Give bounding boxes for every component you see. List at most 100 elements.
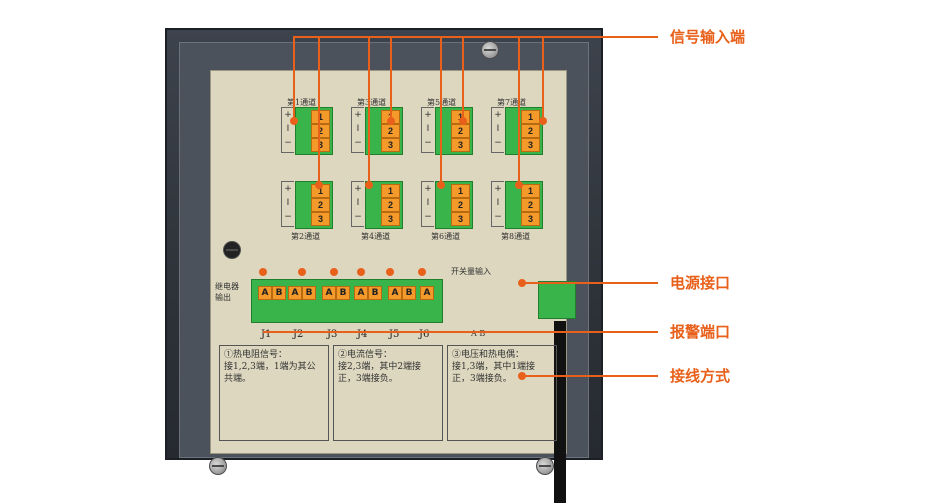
alarm-a4: A <box>354 286 368 300</box>
alarm-dot-6 <box>418 268 426 276</box>
pin-2: 2 <box>521 124 540 138</box>
signal-dot-2 <box>315 181 323 189</box>
channel-2-label: 第2通道 <box>291 232 321 241</box>
channel-8-label: 第8通道 <box>501 232 531 241</box>
polarity-marks: +I− <box>281 107 294 153</box>
channel-6-block: +I− 1 2 3 第6通道 <box>421 171 485 241</box>
signal-leader-3 <box>368 36 370 184</box>
pin-1: 1 <box>521 184 540 198</box>
channel-7-label: 第7通道 <box>497 98 527 107</box>
wiring-title: ②电流信号： <box>338 350 393 360</box>
pin-2: 2 <box>311 198 330 212</box>
channel-4-label: 第4通道 <box>361 232 391 241</box>
power-connector <box>538 281 576 319</box>
polarity-marks: +I− <box>351 181 364 227</box>
pin-2: 2 <box>521 198 540 212</box>
power-cable <box>554 321 566 503</box>
wiring-box-current: ②电流信号： 接2,3端，其中2端接正，3端接负。 <box>333 345 443 441</box>
signal-input-leader-h <box>293 36 658 38</box>
pin-1: 1 <box>451 184 470 198</box>
alarm-b4: B <box>368 286 382 300</box>
wiring-title: ①热电阻信号： <box>224 350 288 360</box>
callout-alarm-port: 报警端口 <box>670 323 731 341</box>
pin-2: 2 <box>311 124 330 138</box>
signal-leader-1 <box>293 36 295 120</box>
signal-dot-5 <box>437 181 445 189</box>
alarm-dot-1 <box>259 268 267 276</box>
alarm-b1: B <box>272 286 286 300</box>
signal-leader-7 <box>518 36 520 184</box>
signal-dot-6 <box>459 117 467 125</box>
pin-3: 3 <box>381 138 400 152</box>
pin-3: 3 <box>311 138 330 152</box>
pin-3: 3 <box>521 212 540 226</box>
callout-signal-input: 信号输入端 <box>670 28 746 46</box>
channel-6-label: 第6通道 <box>431 232 461 241</box>
relay-indicator <box>223 241 241 259</box>
wiring-title: ③电压和热电偶： <box>452 350 525 360</box>
pin-1: 1 <box>381 184 400 198</box>
callout-wiring-method: 接线方式 <box>670 367 731 385</box>
j5-label: J5 <box>389 329 400 340</box>
j1-label: J1 <box>261 329 272 340</box>
wiring-box-rtd: ①热电阻信号： 接1,2,3端，1端为其公共端。 <box>219 345 329 441</box>
wiring-leader <box>522 375 658 377</box>
alarm-dot-3 <box>330 268 338 276</box>
alarm-dot-5 <box>386 268 394 276</box>
polarity-marks: +I− <box>421 181 434 227</box>
product-diagram: 第1通道 +I− 1 2 3 第3通道 +I− 1 2 3 第5通道 +I− 1 <box>165 28 746 503</box>
channel-2-block: +I− 1 2 3 第2通道 <box>281 171 345 241</box>
signal-dot-7 <box>515 181 523 189</box>
polarity-marks: +I− <box>491 181 504 227</box>
alarm-b3: B <box>336 286 350 300</box>
j6-label: J6 <box>419 329 430 340</box>
signal-dot-8 <box>539 117 547 125</box>
wiring-box-voltage: ③电压和热电偶： 接1,3端，其中1端接正，3端接负。 <box>447 345 557 441</box>
top-screw <box>481 41 499 59</box>
signal-leader-2 <box>318 36 320 184</box>
alarm-b5: B <box>402 286 416 300</box>
pin-2: 2 <box>381 124 400 138</box>
signal-dot-4 <box>387 117 395 125</box>
instrument-housing: 第1通道 +I− 1 2 3 第3通道 +I− 1 2 3 第5通道 +I− 1 <box>165 28 603 503</box>
pin-2: 2 <box>451 198 470 212</box>
channel-1-block: 第1通道 +I− 1 2 3 <box>281 97 345 155</box>
channel-3-block: 第3通道 +I− 1 2 3 <box>351 97 415 155</box>
polarity-marks: +I− <box>351 107 364 153</box>
wiring-dot <box>518 372 526 380</box>
wiring-text: 接2,3端，其中2端接正，3端接负。 <box>338 362 422 384</box>
j4-label: J4 <box>357 329 368 340</box>
alarm-a1: A <box>258 286 272 300</box>
pin-2: 2 <box>381 198 400 212</box>
polarity-marks: +I− <box>491 107 504 153</box>
pin-3: 3 <box>521 138 540 152</box>
callout-power-port: 电源接口 <box>670 274 731 292</box>
pin-3: 3 <box>311 212 330 226</box>
power-leader <box>522 282 658 284</box>
signal-leader-4 <box>390 36 392 120</box>
pin-3: 3 <box>381 212 400 226</box>
ab-label: A B <box>471 329 486 338</box>
alarm-a3: A <box>322 286 336 300</box>
polarity-marks: +I− <box>281 181 294 227</box>
pin-3: 3 <box>451 138 470 152</box>
pin-1: 1 <box>521 110 540 124</box>
alarm-b2: B <box>302 286 316 300</box>
channel-5-block: 第5通道 +I− 1 2 3 <box>421 97 485 155</box>
pin-3: 3 <box>451 212 470 226</box>
j2-label: J2 <box>293 329 304 340</box>
alarm-a2: A <box>288 286 302 300</box>
relay-output-label: 继电器输出 <box>215 282 239 302</box>
j3-label: J3 <box>327 329 338 340</box>
signal-leader-5 <box>440 36 442 184</box>
wiring-text: 接1,3端，其中1端接正，3端接负。 <box>452 362 536 384</box>
polarity-marks: +I− <box>421 107 434 153</box>
channel-1-label: 第1通道 <box>287 98 317 107</box>
power-dot <box>518 279 526 287</box>
alarm-dot-2 <box>298 268 306 276</box>
switch-input-label: 开关量输入 <box>451 267 491 276</box>
channel-7-block: 第7通道 +I− 1 2 3 <box>491 97 555 155</box>
channel-4-block: +I− 1 2 3 第4通道 <box>351 171 415 241</box>
signal-dot-1 <box>290 117 298 125</box>
wiring-text: 接1,2,3端，1端为其公共端。 <box>224 362 316 384</box>
